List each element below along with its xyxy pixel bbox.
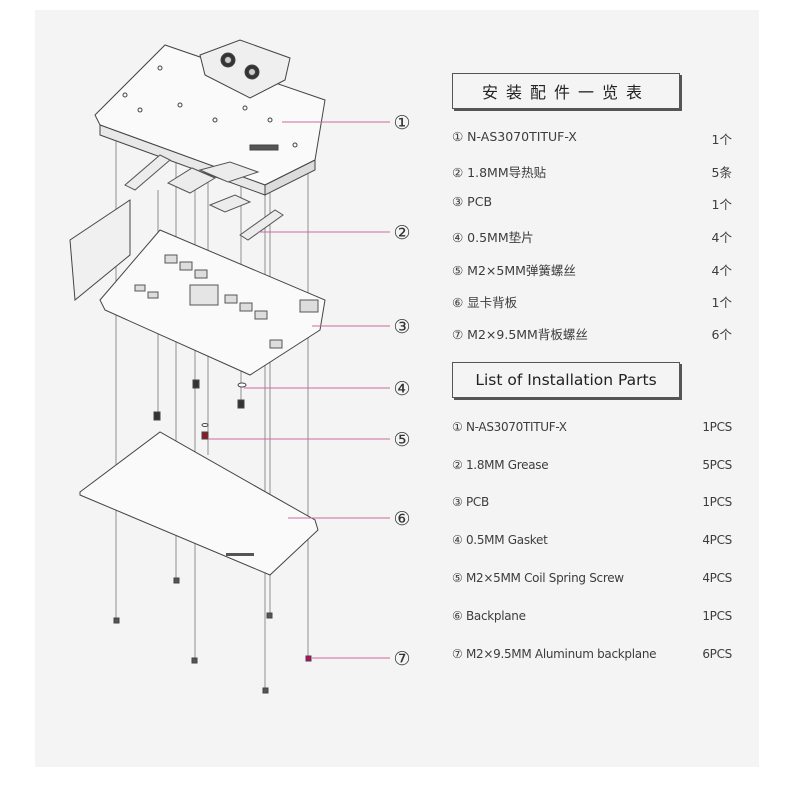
cn-part-qty: 6个 xyxy=(711,327,732,342)
en-part-row: ⑥ Backplane 1PCS xyxy=(452,609,732,627)
cn-part-qty: 1个 xyxy=(711,295,732,310)
en-part-label: ④ 0.5MM Gasket xyxy=(452,533,548,547)
cn-part-row: ⑦ M2×9.5MM背板螺丝 6个 xyxy=(452,324,732,342)
en-part-row: ③ PCB 1PCS xyxy=(452,495,732,513)
en-part-qty: 4PCS xyxy=(702,533,732,547)
cn-part-label: ③ PCB xyxy=(452,194,493,209)
cn-part-row: ① N-AS3070TITUF-X 1个 xyxy=(452,129,732,147)
cn-part-label: ⑤ M2×5MM弹簧螺丝 xyxy=(452,263,576,278)
cn-part-qty: 4个 xyxy=(711,263,732,278)
pcb-board xyxy=(69,199,326,376)
cn-part-label: ① N-AS3070TITUF-X xyxy=(452,129,577,144)
cn-part-qty: 1个 xyxy=(711,197,732,212)
cn-part-qty: 5条 xyxy=(711,165,732,180)
cn-part-row: ② 1.8MM导热贴 5条 xyxy=(452,162,732,180)
en-part-qty: 4PCS xyxy=(702,571,732,585)
en-part-qty: 1PCS xyxy=(702,420,732,434)
callout-6: ⑥ xyxy=(393,508,410,530)
en-part-qty: 6PCS xyxy=(702,647,732,661)
cn-part-row: ⑥ 显卡背板 1个 xyxy=(452,292,732,310)
backplate xyxy=(79,431,319,576)
en-part-label: ② 1.8MM Grease xyxy=(452,458,549,472)
backplate-screws xyxy=(113,577,312,694)
en-part-label: ⑥ Backplane xyxy=(452,609,526,623)
callout-7: ⑦ xyxy=(393,648,410,670)
cn-part-label: ⑥ 显卡背板 xyxy=(452,295,518,310)
spring-screws xyxy=(153,379,245,440)
cn-part-row: ④ 0.5MM垫片 4个 xyxy=(452,227,732,245)
cn-part-label: ④ 0.5MM垫片 xyxy=(452,230,534,245)
callout-2: ② xyxy=(393,222,410,244)
en-part-row: ⑦ M2×9.5MM Aluminum backplane 6PCS xyxy=(452,647,732,665)
cn-part-row: ⑤ M2×5MM弹簧螺丝 4个 xyxy=(452,260,732,278)
en-part-qty: 5PCS xyxy=(702,458,732,472)
leader-lines xyxy=(208,121,390,659)
cn-part-row: ③ PCB 1个 xyxy=(452,194,732,212)
cn-part-label: ② 1.8MM导热贴 xyxy=(452,165,547,180)
en-part-label: ③ PCB xyxy=(452,495,489,509)
en-part-row: ① N-AS3070TITUF-X 1PCS xyxy=(452,420,732,438)
cn-parts-title: 安装配件一览表 xyxy=(452,73,680,109)
callout-4: ④ xyxy=(393,378,410,400)
en-part-row: ⑤ M2×5MM Coil Spring Screw 4PCS xyxy=(452,571,732,589)
thermal-pads xyxy=(124,154,284,241)
cn-part-qty: 1个 xyxy=(711,132,732,147)
callouts: ① ② ③ ④ ⑤ ⑥ ⑦ xyxy=(393,112,410,670)
gaskets xyxy=(174,382,247,455)
en-parts-title: List of Installation Parts xyxy=(452,362,680,398)
en-part-row: ④ 0.5MM Gasket 4PCS xyxy=(452,533,732,551)
en-part-qty: 1PCS xyxy=(702,495,732,509)
en-part-qty: 1PCS xyxy=(702,609,732,623)
en-part-row: ② 1.8MM Grease 5PCS xyxy=(452,458,732,476)
cn-part-qty: 4个 xyxy=(711,230,732,245)
en-part-label: ① N-AS3070TITUF-X xyxy=(452,420,567,434)
callout-3: ③ xyxy=(393,316,410,338)
en-part-label: ⑤ M2×5MM Coil Spring Screw xyxy=(452,571,624,585)
callout-1: ① xyxy=(393,112,410,134)
cn-part-label: ⑦ M2×9.5MM背板螺丝 xyxy=(452,327,588,342)
en-part-label: ⑦ M2×9.5MM Aluminum backplane xyxy=(452,647,657,661)
callout-5: ⑤ xyxy=(393,429,410,451)
